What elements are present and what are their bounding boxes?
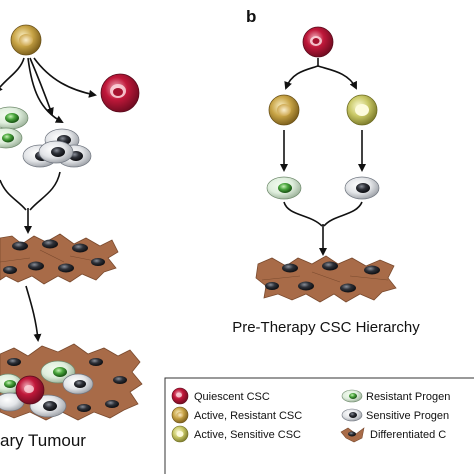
- panel-b-label: b: [246, 7, 256, 26]
- left-panel: ary Tumour: [0, 24, 143, 450]
- legend-item-active-resistant: Active, Resistant CSC: [171, 406, 302, 424]
- primary-tumour-tissue: [0, 343, 143, 421]
- legend-label-active-resistant: Active, Resistant CSC: [194, 410, 302, 422]
- left-converge-arrows: [0, 171, 61, 234]
- right-converge-arrows: [283, 201, 363, 256]
- sensitive-progenitor-cluster: [22, 128, 92, 168]
- legend-label-quiescent: Quiescent CSC: [194, 391, 270, 403]
- legend-item-sensitive-progenitor: Sensitive Progen: [341, 408, 449, 422]
- legend-label-differentiated: Differentiated C: [370, 429, 446, 441]
- right-panel-caption: Pre-Therapy CSC Hierarchy: [232, 319, 420, 336]
- legend: Quiescent CSC Active, Resistant CSC Acti…: [164, 377, 474, 474]
- active-sensitive-csc-cell-b: [346, 94, 378, 126]
- left-branch-arrows: [0, 57, 97, 123]
- left-tumour-arrow: [25, 285, 42, 342]
- differentiated-tissue-left-1: [0, 233, 119, 285]
- legend-label-active-sensitive: Active, Sensitive CSC: [194, 429, 301, 441]
- legend-item-resistant-progenitor: Resistant Progen: [341, 389, 450, 403]
- right-down-arrows: [280, 130, 366, 172]
- right-panel: b: [232, 7, 420, 336]
- legend-item-quiescent: Quiescent CSC: [171, 387, 270, 405]
- legend-item-differentiated: Differentiated C: [340, 427, 446, 443]
- quiescent-csc-cell-b: [302, 26, 334, 58]
- differentiated-tissue-b: [255, 255, 397, 303]
- legend-box: [164, 377, 474, 474]
- resistant-progenitor-cluster: [0, 106, 29, 149]
- legend-label-sensitive-progenitor: Sensitive Progen: [366, 410, 449, 422]
- legend-item-active-sensitive: Active, Sensitive CSC: [171, 425, 301, 443]
- left-panel-caption: ary Tumour: [0, 431, 86, 450]
- right-branch-arrows: [284, 58, 357, 90]
- active-resistant-csc-cell: [10, 24, 42, 56]
- sensitive-progenitor-cell-b: [344, 176, 380, 200]
- active-resistant-csc-cell-b: [268, 94, 300, 126]
- legend-label-resistant-progenitor: Resistant Progen: [366, 391, 450, 403]
- resistant-progenitor-cell-b: [266, 176, 302, 200]
- quiescent-csc-cell: [100, 73, 140, 113]
